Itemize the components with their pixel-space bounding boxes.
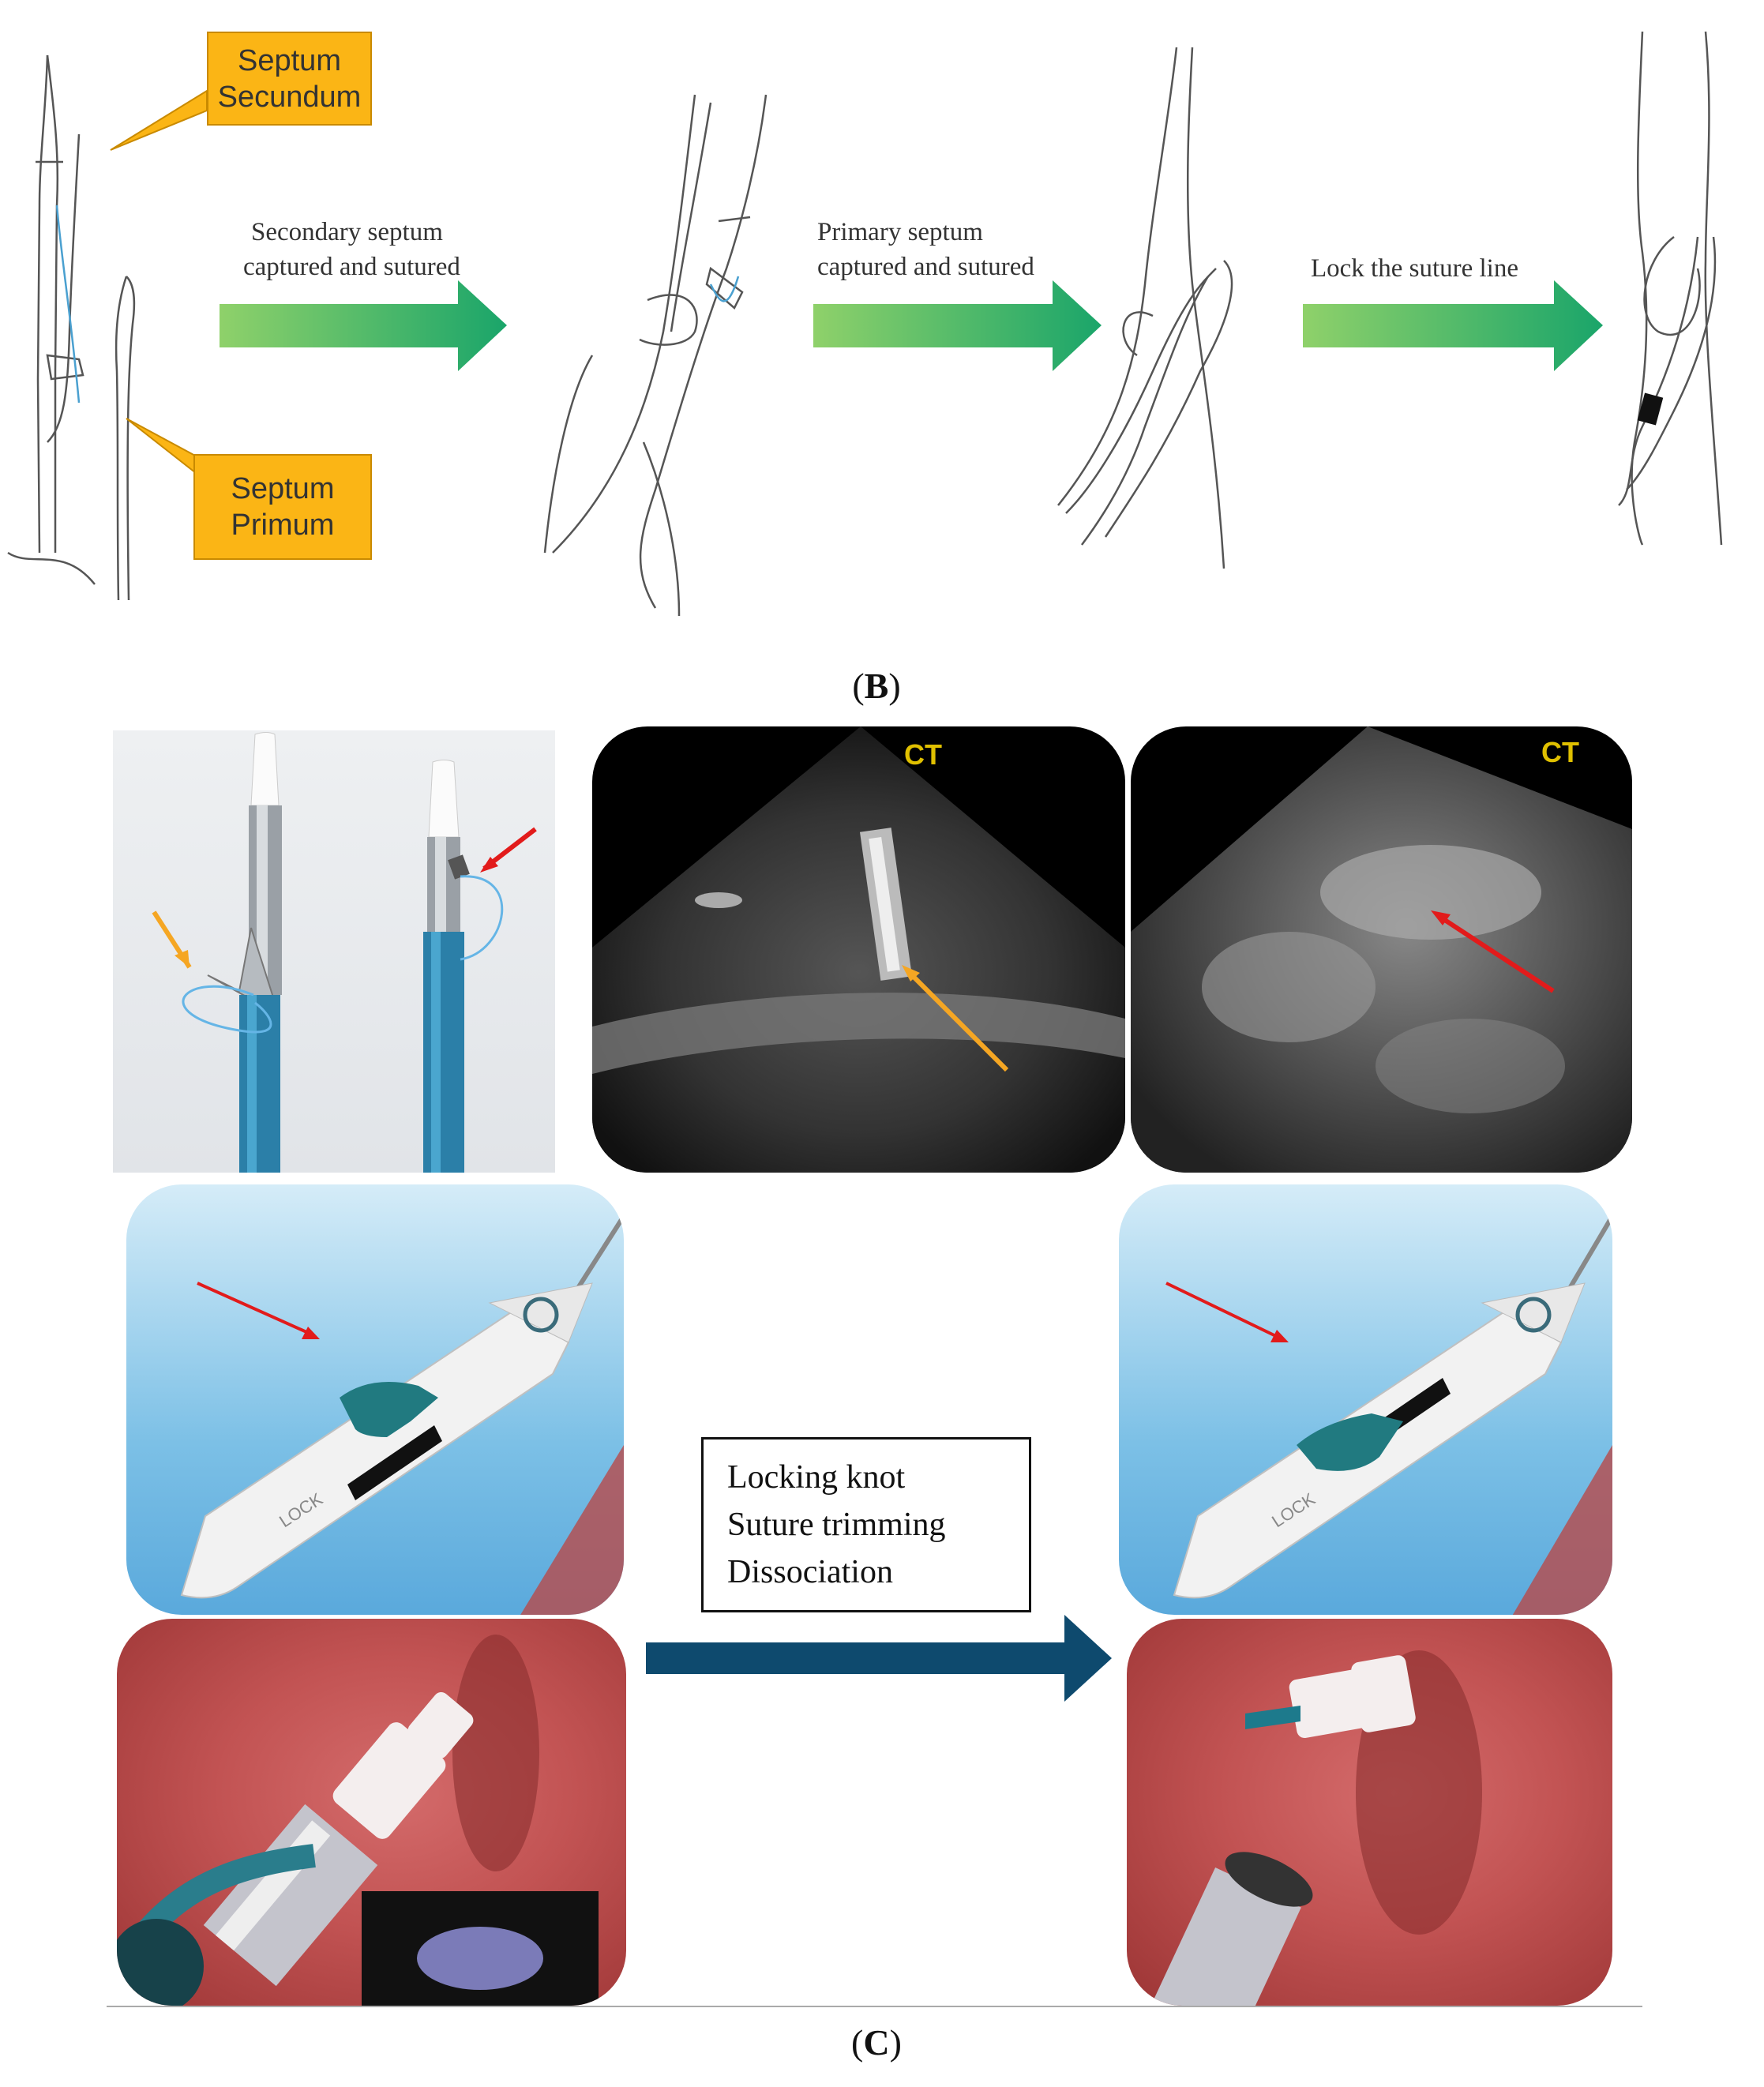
cardiac-render-before (117, 1619, 626, 2006)
caption-c-close: ) (889, 2022, 902, 2063)
step-1-line2: captured and sutured (243, 253, 460, 281)
device-handle-after: LOCK (1119, 1184, 1612, 1615)
procedure-step-3: Dissociation (727, 1554, 893, 1590)
step-2-line1: Primary septum (817, 218, 983, 246)
device-handle-before: LOCK (126, 1184, 624, 1615)
step-1-line1: Secondary septum (251, 218, 443, 246)
caption-b-close: ) (888, 666, 901, 706)
panel-b-caption: (B) (798, 665, 955, 707)
callout-pointer-top (110, 89, 208, 151)
step-label-2: Primary septum captured and sutured (817, 215, 1034, 284)
step-arrow-1 (220, 280, 507, 371)
step-arrow-2 (813, 280, 1102, 371)
septum-drawing-1 (7, 54, 136, 601)
ultrasound-image-2: CT (1131, 726, 1632, 1173)
panel-b-drawings (7, 31, 1723, 617)
lock-knot (1637, 392, 1664, 426)
bottom-rule (107, 2006, 1642, 2007)
suture-line-1 (55, 205, 81, 404)
procedure-step-2: Suture trimming (727, 1507, 946, 1543)
septum-drawing-4 (1618, 31, 1723, 546)
step-arrow-3 (1303, 280, 1603, 371)
callout-primum-line2: Primum (231, 509, 335, 542)
caption-b-letter: B (864, 666, 889, 706)
suture-line-2 (709, 276, 740, 302)
procedure-step-1: Locking knot (727, 1459, 906, 1496)
procedure-steps-box: Locking knot Suture trimming Dissociatio… (701, 1437, 1031, 1612)
caption-b-open: ( (852, 666, 865, 706)
step-label-3: Lock the suture line (1311, 251, 1518, 286)
callout-secundum-line2: Secundum (217, 80, 362, 114)
step-2-line2: captured and sutured (817, 253, 1034, 281)
septum-drawing-3 (1057, 47, 1233, 569)
caption-c-open: ( (851, 2022, 864, 2063)
cardiac-render-after (1127, 1619, 1612, 2006)
callout-septum-primum: Septum Primum (193, 454, 372, 560)
caption-c-letter: C (863, 2022, 890, 2063)
step-3-line1: Lock the suture line (1311, 254, 1519, 283)
device-photo (113, 730, 555, 1173)
callout-secundum-line1: Septum (238, 43, 341, 77)
ultrasound-2-label: CT (1541, 736, 1579, 768)
step-label-1: Secondary septum captured and sutured (243, 215, 460, 284)
panel-c-caption: (C) (798, 2021, 955, 2063)
callout-primum-line1: Septum (231, 472, 335, 505)
callout-septum-secundum: Septum Secundum (207, 32, 372, 126)
ultrasound-1-label: CT (904, 738, 942, 771)
flow-arrow (646, 1615, 1112, 1702)
septum-drawing-2 (543, 94, 768, 617)
ultrasound-image-1: CT (592, 726, 1125, 1173)
